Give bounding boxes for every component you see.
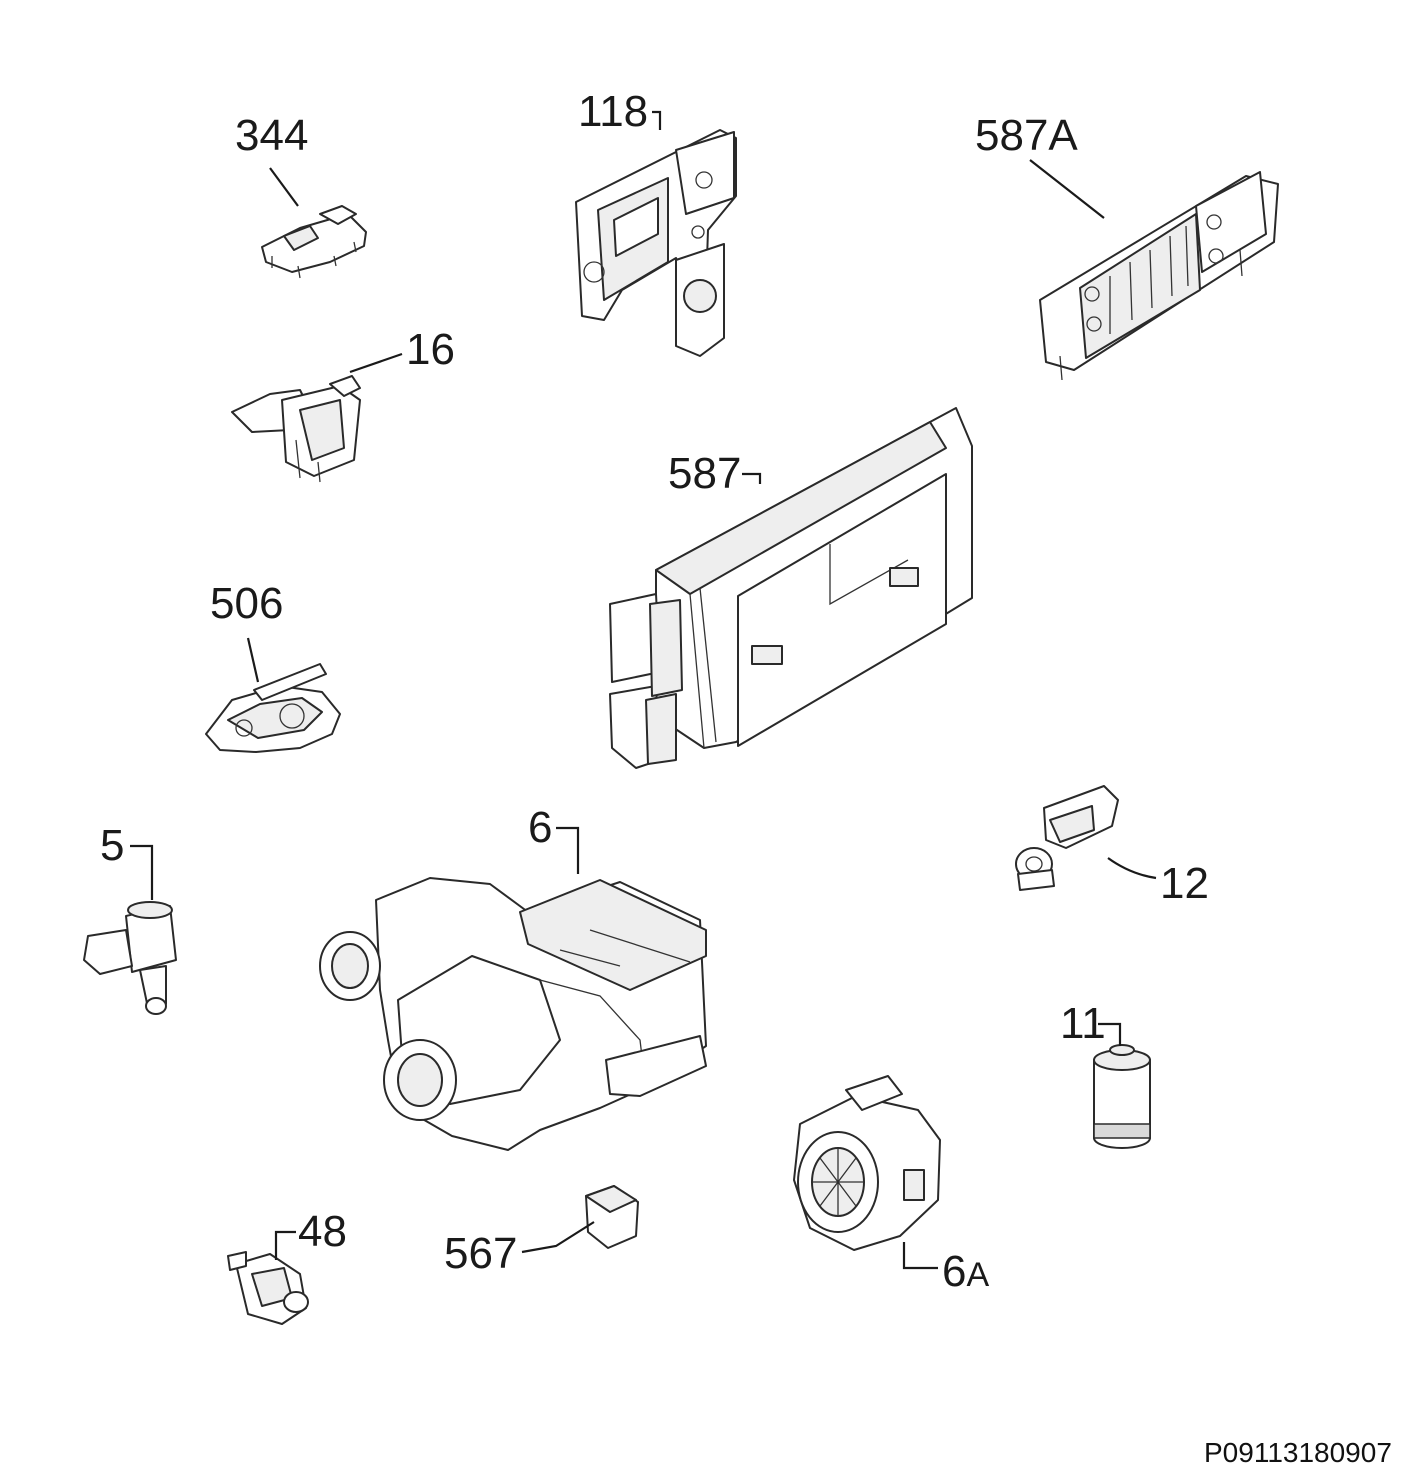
part-344-leader	[269, 167, 299, 207]
part-16-drawing	[231, 375, 361, 483]
part-12-drawing	[1015, 785, 1119, 891]
part-344-label: 344	[235, 111, 308, 160]
document-code: P09113180907	[1204, 1437, 1392, 1468]
part-11-label: 11	[1060, 999, 1106, 1048]
part-118-drawing	[575, 129, 737, 357]
part-48-label: 48	[298, 1207, 347, 1256]
part-587-drawing	[609, 407, 973, 769]
part-48-leader	[274, 1230, 296, 1260]
part-48-drawing	[227, 1251, 309, 1325]
part-587-leader	[742, 472, 762, 484]
part-5-label: 5	[100, 821, 124, 870]
part-5-drawing	[83, 901, 177, 1015]
part-118-leader	[652, 110, 662, 130]
part-12-leader	[1107, 857, 1157, 880]
part-6A-label: 6A	[942, 1247, 989, 1296]
part-506-leader	[246, 637, 260, 683]
part-6-leader	[556, 826, 580, 874]
part-506-label: 506	[210, 579, 283, 628]
part-6-drawing	[319, 877, 707, 1151]
part-587A-drawing	[1039, 171, 1279, 381]
part-587A-leader	[1029, 159, 1105, 219]
part-16-label: 16	[406, 325, 455, 374]
part-567-leader	[521, 1221, 595, 1254]
part-6A-drawing	[793, 1075, 941, 1251]
part-6A-number: 6	[942, 1247, 966, 1296]
part-5-leader	[130, 844, 154, 900]
part-11-drawing	[1093, 1044, 1151, 1149]
part-16-leader	[349, 352, 403, 374]
part-6A-suffix: A	[966, 1256, 989, 1294]
part-344-drawing	[261, 205, 367, 279]
part-12-label: 12	[1160, 859, 1209, 908]
part-567-label: 567	[444, 1229, 517, 1278]
part-587A-label: 587A	[975, 111, 1078, 160]
part-506-drawing	[205, 663, 341, 753]
part-6A-leader	[902, 1242, 938, 1270]
part-118-label: 118	[578, 87, 648, 136]
part-6-label: 6	[528, 803, 552, 852]
part-587-label: 587	[668, 449, 741, 498]
part-567-drawing	[585, 1185, 639, 1249]
part-11-leader	[1098, 1022, 1122, 1046]
